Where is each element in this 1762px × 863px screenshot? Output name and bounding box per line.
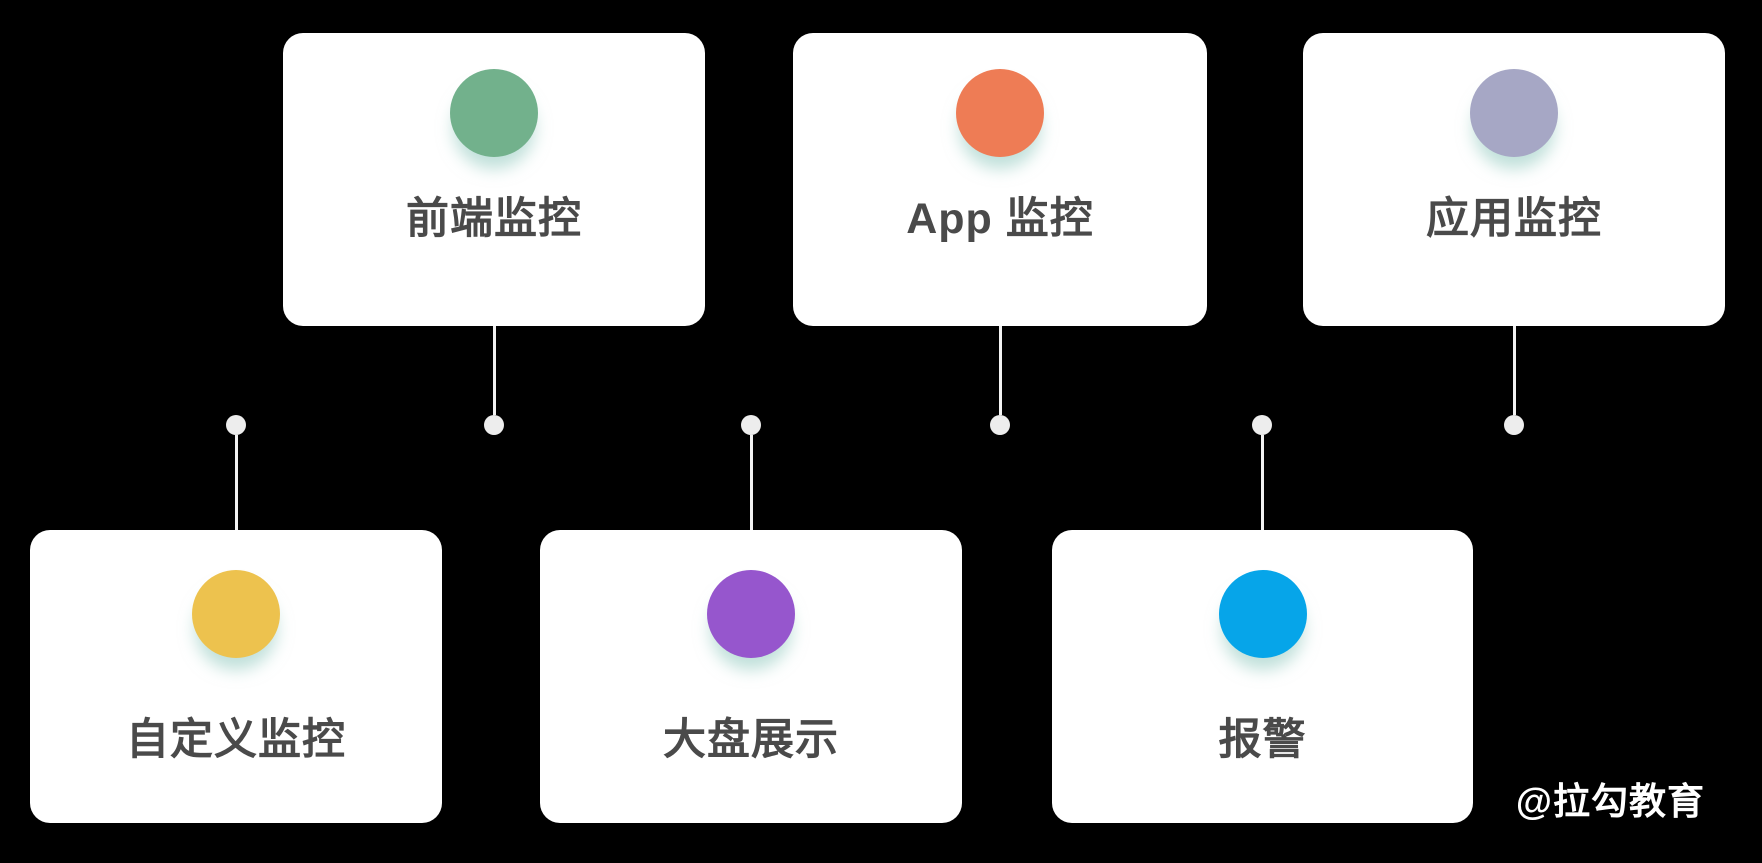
connector-line — [1260, 435, 1264, 530]
card-label: 报警 — [1218, 716, 1307, 764]
card-app-monitoring: App 监控 — [793, 33, 1207, 326]
connector-line — [1512, 326, 1516, 415]
connector-dot — [1504, 415, 1524, 435]
card-label: 大盘展示 — [663, 716, 839, 764]
connector-line — [998, 326, 1002, 415]
connector-dot — [1252, 415, 1272, 435]
card-alerting: 报警 — [1052, 530, 1473, 823]
card-label: 前端监控 — [406, 195, 582, 243]
cyan-circle-icon — [1218, 570, 1307, 658]
green-circle-icon — [450, 69, 538, 157]
connector-dot — [990, 415, 1010, 435]
connector-line — [749, 435, 753, 530]
connector-dot — [226, 415, 246, 435]
card-application-monitoring: 应用监控 — [1303, 33, 1725, 326]
card-label: 应用监控 — [1426, 195, 1602, 243]
lavender-circle-icon — [1470, 69, 1558, 157]
yellow-circle-icon — [192, 570, 280, 658]
card-custom-monitoring: 自定义监控 — [30, 530, 442, 823]
connector-line — [234, 435, 238, 530]
card-dashboard-display: 大盘展示 — [540, 530, 962, 823]
card-label: 自定义监控 — [126, 716, 346, 764]
card-frontend-monitoring: 前端监控 — [283, 33, 705, 326]
connector-dot — [741, 415, 761, 435]
watermark-text: @拉勾教育 — [1515, 781, 1705, 822]
purple-circle-icon — [707, 570, 795, 658]
connector-line — [492, 326, 496, 415]
connector-dot — [484, 415, 504, 435]
card-label: App 监控 — [906, 195, 1094, 243]
orange-circle-icon — [956, 69, 1044, 157]
